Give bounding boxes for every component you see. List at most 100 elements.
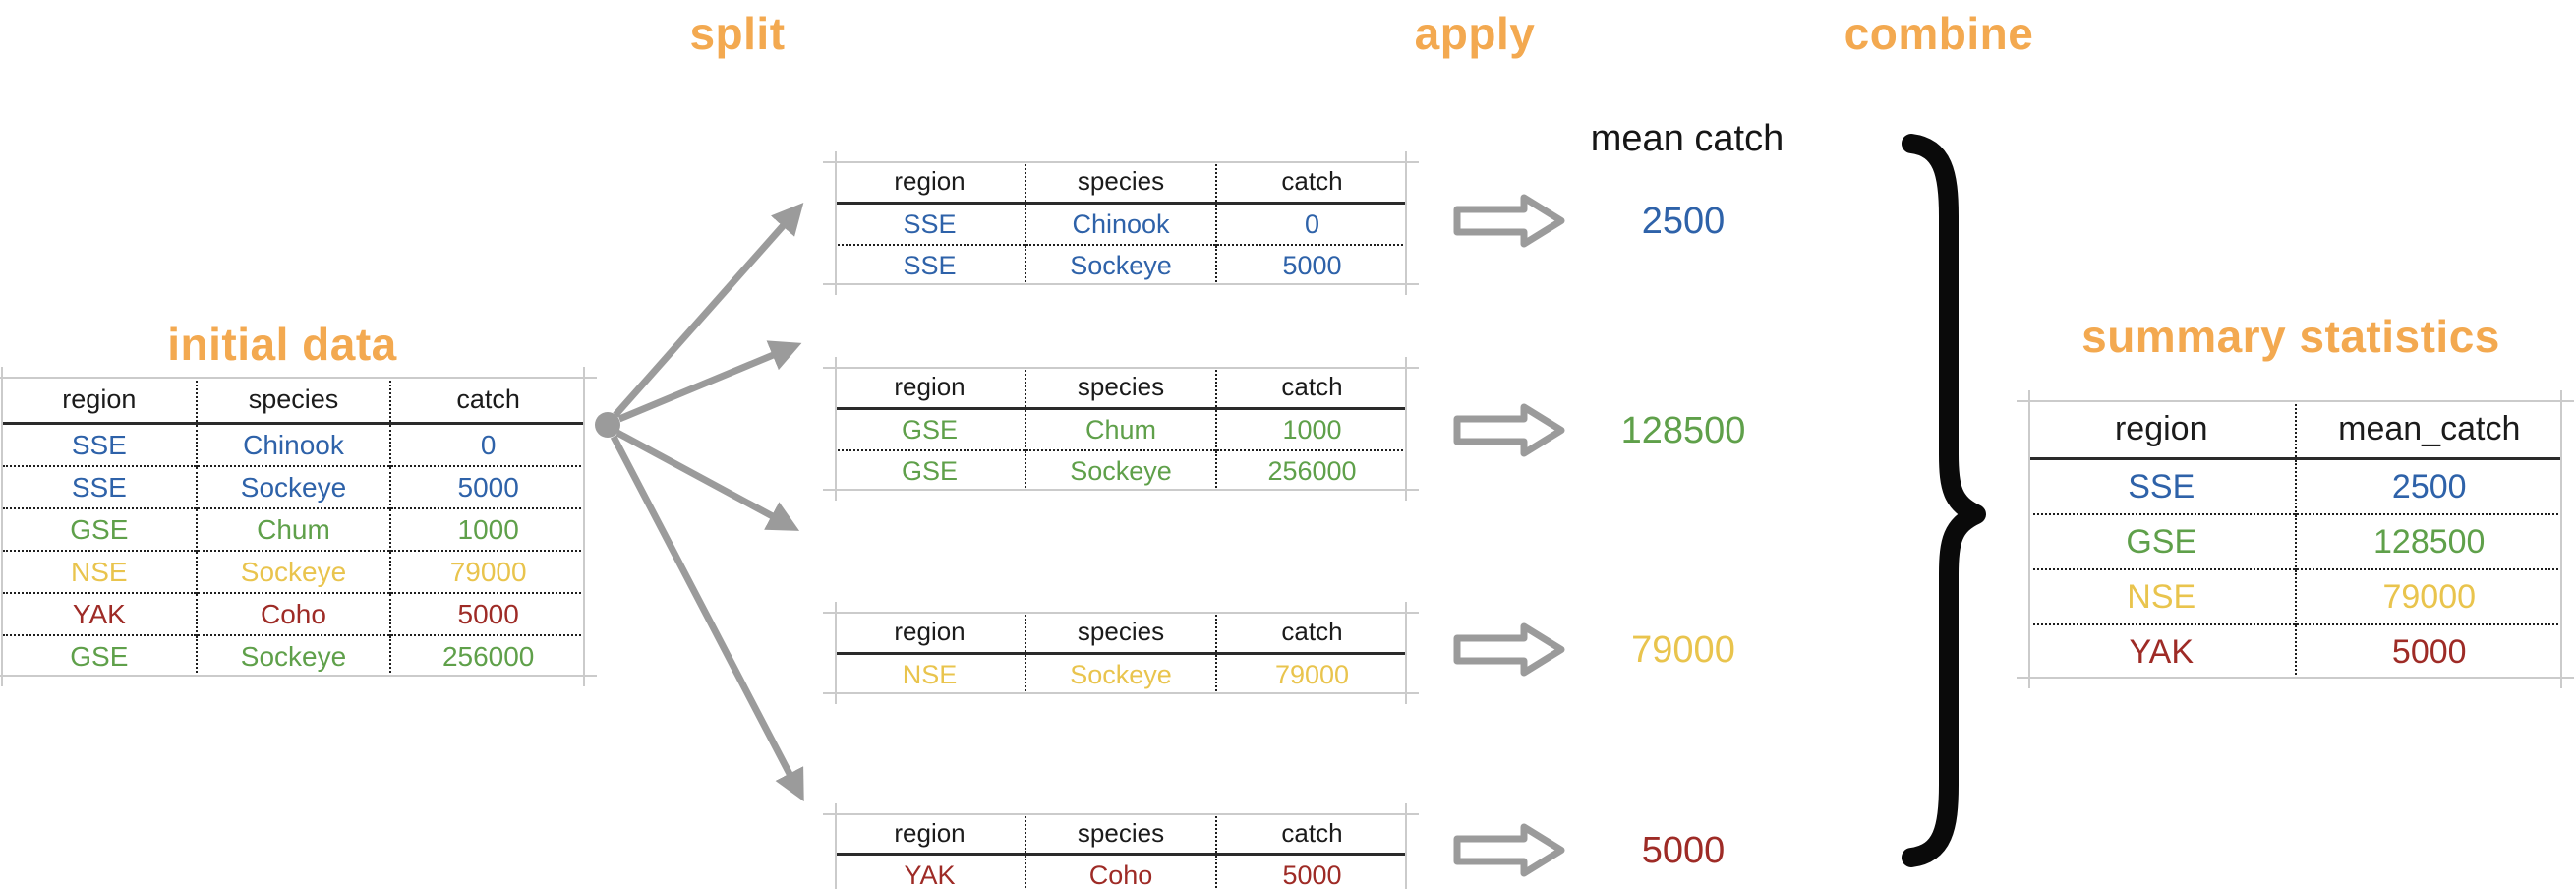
table-cell: 79000	[389, 550, 585, 593]
stage-heading-apply: apply	[1414, 8, 1536, 59]
gridline	[823, 612, 1419, 614]
table-cell: 256000	[1215, 449, 1407, 491]
gridline	[0, 377, 597, 379]
combine-brace-icon	[1902, 134, 1986, 867]
table-cell: SSE	[835, 244, 1025, 285]
summary-statistics-title: summary statistics	[2081, 311, 2500, 362]
table-cell: NSE	[1, 550, 197, 593]
table-cell: Sockeye	[1025, 653, 1216, 694]
table-cell: SSE	[1, 423, 197, 466]
table-cell: Chinook	[1025, 203, 1216, 245]
table-cell: GSE	[2028, 513, 2296, 569]
table-cell: 1000	[389, 507, 585, 551]
apply-arrow-icon	[1453, 403, 1565, 457]
column-header: species	[195, 377, 391, 425]
column-header: region	[835, 813, 1025, 856]
mean-result-nse: 79000	[1631, 629, 1735, 671]
gridline	[2017, 677, 2574, 679]
table-cell: Coho	[1025, 854, 1216, 889]
table-cell: NSE	[2028, 568, 2296, 624]
mean-result-gse: 128500	[1620, 410, 1746, 451]
table-cell: 5000	[1215, 854, 1407, 889]
table-cell: NSE	[902, 659, 958, 689]
column-header: species	[1025, 367, 1216, 410]
gridline	[823, 283, 1419, 285]
table-cell: GSE	[835, 449, 1025, 491]
table-cell: YAK	[904, 859, 956, 889]
table-cell: GSE	[1, 634, 197, 677]
mean-result-sse: 2500	[1641, 201, 1726, 242]
table-cell: Chum	[1025, 408, 1216, 450]
gridline	[823, 367, 1419, 369]
table-cell: YAK	[1, 592, 197, 635]
column-header: mean_catch	[2294, 400, 2562, 460]
gridline	[0, 675, 597, 677]
mean-result-yak: 5000	[1641, 830, 1726, 871]
table-cell: Sockeye	[195, 465, 391, 508]
table-cell: 2500	[2294, 458, 2562, 514]
table-cell: GSE	[901, 414, 959, 444]
table-cell: 1000	[1215, 408, 1407, 450]
mean-catch-label: mean catch	[1590, 118, 1785, 159]
flow-arrow-icon	[613, 202, 804, 418]
stage-heading-split: split	[689, 8, 786, 59]
column-header: region	[835, 161, 1025, 205]
column-header: catch	[1215, 161, 1407, 205]
table-cell: 5000	[2294, 623, 2562, 679]
table-cell: 0	[389, 423, 585, 466]
flow-arrow-icon	[610, 435, 804, 802]
table-cell: 5000	[389, 592, 585, 635]
table-cell: 128500	[2294, 513, 2562, 569]
table-cell: SSE	[903, 208, 957, 239]
apply-arrow-icon	[1453, 194, 1565, 248]
column-header: catch	[389, 377, 585, 425]
table-cell: Chinook	[195, 423, 391, 466]
column-header: region	[2028, 400, 2296, 460]
table-cell: Coho	[195, 592, 391, 635]
table-cell: 0	[1215, 203, 1407, 245]
column-header: catch	[1215, 612, 1407, 655]
stage-heading-combine: combine	[1844, 8, 2034, 59]
split-fanout-arrows	[595, 202, 804, 802]
gridline	[823, 161, 1419, 163]
table-cell: YAK	[2028, 623, 2296, 679]
column-header: species	[1025, 161, 1216, 205]
table-cell: SSE	[1, 465, 197, 508]
initial-data-title: initial data	[167, 319, 397, 370]
flow-arrow-icon	[615, 429, 800, 531]
origin-dot-icon	[595, 412, 620, 438]
gridline	[823, 489, 1419, 491]
table-cell: 79000	[1215, 653, 1407, 694]
table-cell: Sockeye	[195, 634, 391, 677]
table-cell: GSE	[1, 507, 197, 551]
table-cell: 5000	[1215, 244, 1407, 285]
flow-arrow-icon	[617, 340, 802, 423]
column-header: region	[835, 367, 1025, 410]
table-cell: Sockeye	[195, 550, 391, 593]
